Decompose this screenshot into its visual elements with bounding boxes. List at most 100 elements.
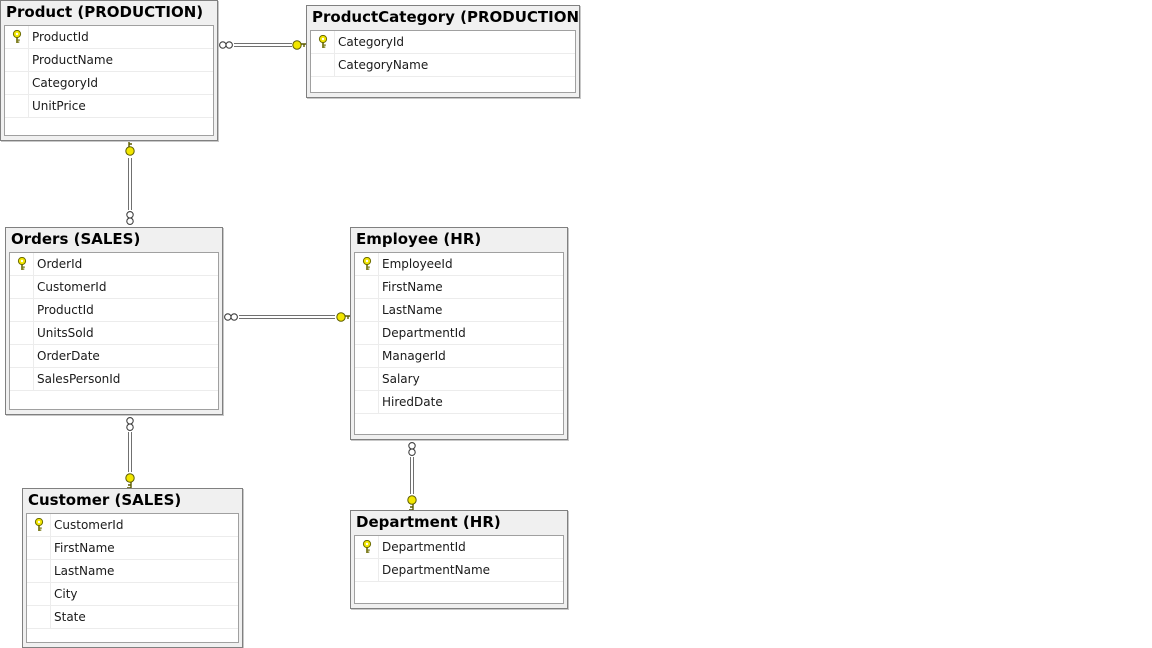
column-name: ProductId: [37, 303, 94, 317]
column-name: City: [54, 587, 78, 601]
column-row[interactable]: OrderId: [10, 253, 218, 276]
column-name: OrderDate: [37, 349, 100, 363]
column-row[interactable]: UnitsSold: [10, 322, 218, 345]
row-selector[interactable]: [5, 49, 29, 71]
many-end-icon: [126, 423, 134, 431]
column-name: FirstName: [382, 280, 443, 294]
column-row[interactable]: CategoryName: [311, 54, 575, 77]
many-end-icon: [224, 313, 232, 321]
one-end-key-icon: [292, 40, 308, 50]
row-selector[interactable]: [355, 391, 379, 413]
row-selector[interactable]: [355, 276, 379, 298]
row-selector[interactable]: [10, 368, 34, 390]
column-row[interactable]: Salary: [355, 368, 563, 391]
column-row[interactable]: CustomerId: [10, 276, 218, 299]
column-row[interactable]: ProductId: [5, 26, 213, 49]
column-row[interactable]: OrderDate: [10, 345, 218, 368]
row-selector[interactable]: [27, 583, 51, 605]
row-selector[interactable]: [10, 253, 34, 275]
column-row[interactable]: CustomerId: [27, 514, 238, 537]
table-title[interactable]: Orders (SALES): [11, 230, 141, 248]
row-selector[interactable]: [10, 322, 34, 344]
column-name: CategoryId: [32, 76, 98, 90]
column-name: CategoryName: [338, 58, 429, 72]
row-selector[interactable]: [355, 322, 379, 344]
table-title[interactable]: Department (HR): [356, 513, 501, 531]
column-name: ManagerId: [382, 349, 446, 363]
row-selector[interactable]: [5, 26, 29, 48]
column-name: LastName: [54, 564, 115, 578]
column-row[interactable]: LastName: [27, 560, 238, 583]
row-selector[interactable]: [5, 95, 29, 117]
many-end-icon: [126, 217, 134, 225]
column-row[interactable]: LastName: [355, 299, 563, 322]
column-row[interactable]: CategoryId: [311, 31, 575, 54]
column-name: FirstName: [54, 541, 115, 555]
column-name: UnitPrice: [32, 99, 86, 113]
column-name: EmployeeId: [382, 257, 453, 271]
row-selector[interactable]: [10, 345, 34, 367]
many-end-icon: [126, 211, 134, 219]
row-selector[interactable]: [311, 54, 335, 76]
column-row[interactable]: SalesPersonId: [10, 368, 218, 391]
row-selector[interactable]: [27, 560, 51, 582]
row-selector[interactable]: [355, 253, 379, 275]
row-selector[interactable]: [27, 606, 51, 628]
row-selector[interactable]: [355, 559, 379, 581]
primary-key-icon: [362, 257, 372, 270]
primary-key-icon: [34, 518, 44, 531]
row-selector[interactable]: [355, 299, 379, 321]
row-selector[interactable]: [27, 537, 51, 559]
table-title[interactable]: ProductCategory (PRODUCTION): [312, 8, 579, 26]
column-name: CustomerId: [37, 280, 107, 294]
primary-key-icon: [318, 35, 328, 48]
primary-key-icon: [17, 257, 27, 270]
many-end-icon: [219, 41, 227, 49]
column-row[interactable]: FirstName: [355, 276, 563, 299]
table-title[interactable]: Employee (HR): [356, 230, 482, 248]
one-end-key-icon: [125, 473, 135, 489]
column-row[interactable]: UnitPrice: [5, 95, 213, 118]
one-end-key-icon: [125, 140, 135, 156]
column-row[interactable]: ProductId: [10, 299, 218, 322]
column-name: SalesPersonId: [37, 372, 121, 386]
row-selector[interactable]: [10, 299, 34, 321]
column-row[interactable]: FirstName: [27, 537, 238, 560]
column-row[interactable]: State: [27, 606, 238, 629]
column-row[interactable]: CategoryId: [5, 72, 213, 95]
row-selector[interactable]: [27, 514, 51, 536]
column-row[interactable]: DepartmentName: [355, 559, 563, 582]
row-selector[interactable]: [355, 368, 379, 390]
column-row[interactable]: ManagerId: [355, 345, 563, 368]
table-title[interactable]: Customer (SALES): [28, 491, 182, 509]
column-name: ProductId: [32, 30, 89, 44]
row-selector[interactable]: [5, 72, 29, 94]
primary-key-icon: [12, 30, 22, 43]
column-row[interactable]: HiredDate: [355, 391, 563, 414]
column-row[interactable]: DepartmentId: [355, 322, 563, 345]
column-name: CategoryId: [338, 35, 404, 49]
row-selector[interactable]: [311, 31, 335, 53]
column-row[interactable]: DepartmentId: [355, 536, 563, 559]
row-selector[interactable]: [10, 276, 34, 298]
row-selector[interactable]: [355, 345, 379, 367]
row-selector[interactable]: [355, 536, 379, 558]
column-row[interactable]: City: [27, 583, 238, 606]
many-end-icon: [126, 417, 134, 425]
table-title[interactable]: Product (PRODUCTION): [6, 3, 204, 21]
column-name: OrderId: [37, 257, 83, 271]
column-name: DepartmentId: [382, 326, 466, 340]
column-row[interactable]: EmployeeId: [355, 253, 563, 276]
column-name: CustomerId: [54, 518, 124, 532]
column-row[interactable]: ProductName: [5, 49, 213, 72]
